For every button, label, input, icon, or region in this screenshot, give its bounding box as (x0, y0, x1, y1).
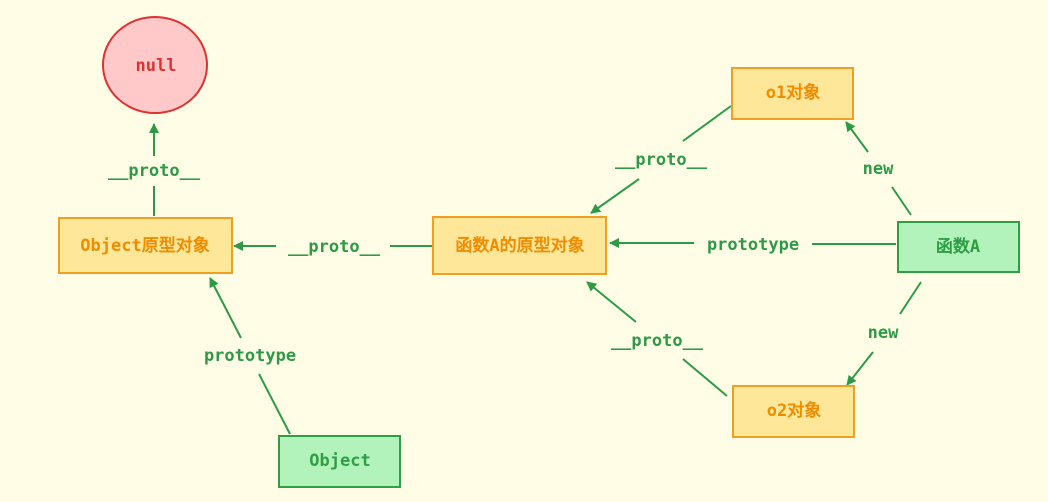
edge-o1-proto: __proto__ (590, 105, 732, 214)
edge-label-objproto-proto: __proto__ (108, 161, 201, 181)
node-funcA-prototype-label: 函数A的原型对象 (455, 235, 584, 256)
edge-objproto-to-null: __proto__ (108, 123, 201, 216)
edge-label-o1-proto: __proto__ (615, 150, 708, 170)
edge-label-o2-proto: __proto__ (611, 331, 704, 351)
node-object-constructor: Object (278, 435, 401, 488)
node-o1: o1对象 (731, 67, 854, 120)
node-null: null (102, 16, 208, 114)
node-funcA-prototype: 函数A的原型对象 (432, 216, 607, 275)
node-object-prototype-label: Object原型对象 (80, 235, 209, 256)
node-object-prototype: Object原型对象 (58, 217, 233, 274)
node-funcA-label: 函数A (936, 236, 980, 257)
edge-label-funcA-prototype: prototype (707, 235, 799, 255)
node-funcA: 函数A (897, 221, 1020, 273)
edge-label-funcAproto-proto: __proto__ (288, 237, 381, 257)
node-o2: o2对象 (732, 385, 855, 438)
node-o2-label: o2对象 (767, 400, 821, 421)
edge-label-new-o2: new (868, 323, 899, 343)
edge-funcAproto-to-objproto: __proto__ (233, 237, 432, 257)
edge-object-prototype: prototype (204, 277, 296, 435)
node-object-constructor-label: Object (309, 451, 370, 471)
edge-o2-proto: __proto__ (586, 281, 728, 397)
edge-label-new-o1: new (863, 159, 894, 179)
node-o1-label: o1对象 (766, 82, 820, 103)
edge-funcA-prototype: prototype (609, 235, 896, 255)
node-null-label: null (136, 56, 177, 76)
edge-funcA-new-o1: new (845, 121, 912, 216)
edge-label-object-prototype: prototype (204, 346, 296, 366)
edge-funcA-new-o2: new (846, 281, 922, 386)
